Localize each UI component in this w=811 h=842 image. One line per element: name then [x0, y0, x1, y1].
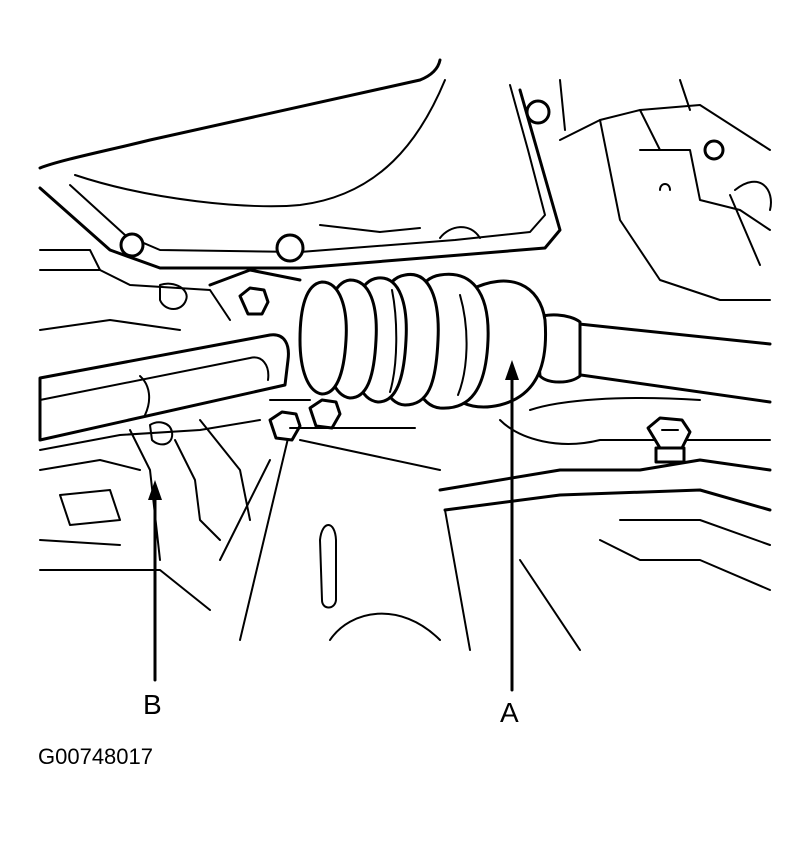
arrowhead-b-icon — [148, 480, 162, 500]
drive-shaft — [533, 313, 772, 404]
oil-pan — [38, 58, 562, 270]
callout-label-b: B — [143, 689, 162, 720]
output-housing — [39, 268, 416, 442]
suspension-arm — [38, 333, 290, 442]
cv-boot — [298, 272, 548, 410]
figure-id: G00748017 — [38, 744, 153, 769]
pan-bolts — [119, 99, 725, 263]
callout-label-a: A — [500, 697, 519, 728]
subframe — [239, 397, 772, 651]
left-structure — [39, 249, 271, 611]
mount-bolt — [646, 416, 692, 464]
body-structure — [559, 79, 772, 301]
callout-b: B — [143, 480, 162, 720]
callout-a: A — [500, 360, 519, 728]
arrowhead-a-icon — [505, 360, 519, 380]
